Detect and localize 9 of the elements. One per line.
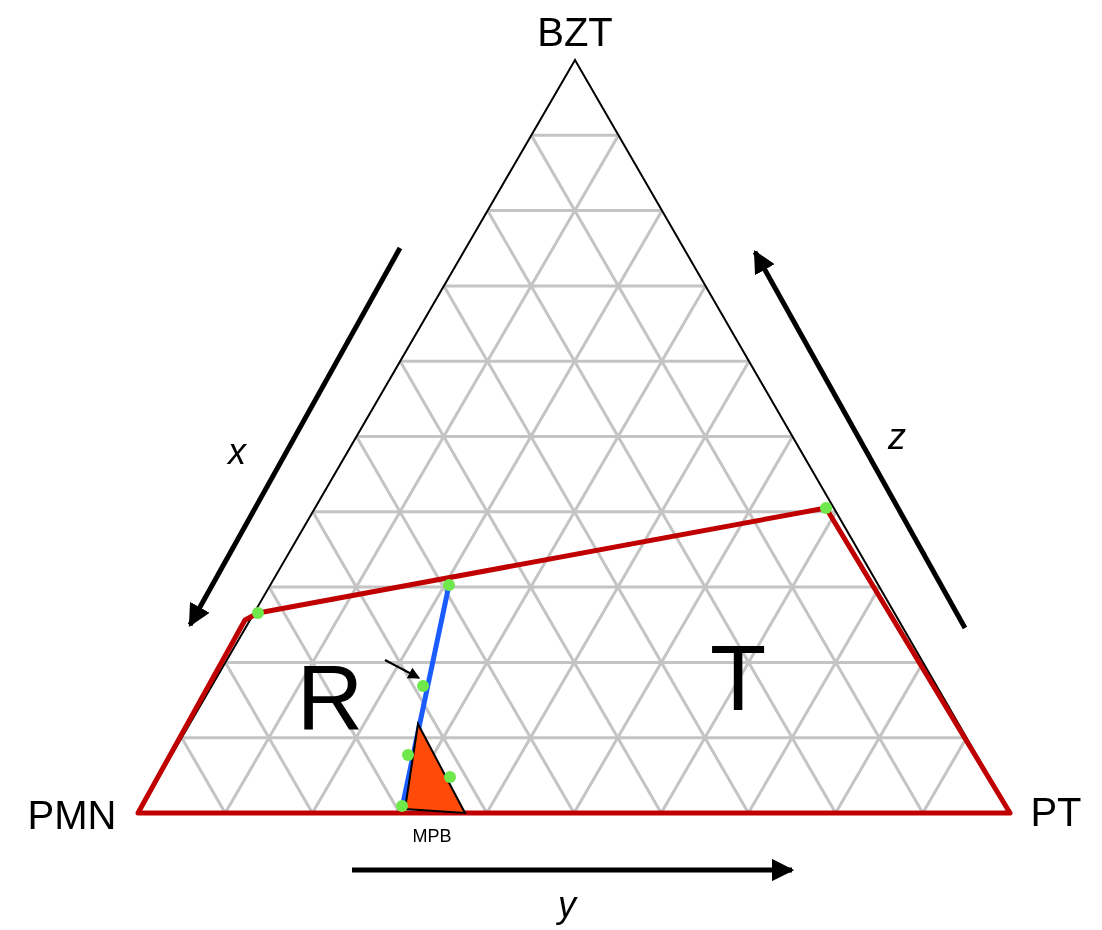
boundary-label: MPB <box>412 827 452 845</box>
axis-label: x <box>228 434 246 470</box>
axis-label: z <box>888 419 906 455</box>
phase-label: T <box>709 632 767 724</box>
phase-label: R <box>296 652 364 744</box>
vertex-label: PMN <box>27 795 117 835</box>
vertex-label: PT <box>1030 792 1082 832</box>
vertex-label: BZT <box>537 12 613 52</box>
axis-label: y <box>558 887 576 923</box>
